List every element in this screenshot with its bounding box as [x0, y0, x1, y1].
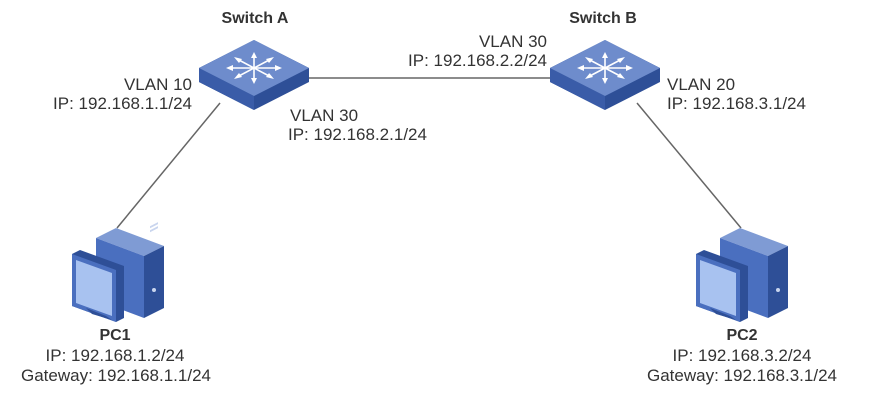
- pc2-ip: IP: 192.168.3.2/24: [672, 346, 812, 365]
- switch-b-vlan20-ip: IP: 192.168.3.1/24: [667, 94, 806, 113]
- pc1-label: PC1: [99, 327, 131, 344]
- pc1-icon: [72, 222, 164, 322]
- switch-b-vlan20-name: VLAN 20: [667, 75, 736, 94]
- switch-a-vlan30-name: VLAN 30: [290, 106, 359, 125]
- pc1-ip: IP: 192.168.1.2/24: [45, 346, 185, 365]
- pc2-gateway: Gateway: 192.168.3.1/24: [647, 366, 837, 385]
- switch-a-vlan30-ip: IP: 192.168.2.1/24: [288, 125, 427, 144]
- link-switch-a-pc1: [116, 102, 221, 229]
- switch-b-vlan30-name: VLAN 30: [478, 32, 547, 51]
- switch-a-label: Switch A: [221, 10, 289, 27]
- switch-a-vlan10-name: VLAN 10: [123, 75, 192, 94]
- switch-b-label: Switch B: [569, 10, 637, 27]
- switch-a-icon: [199, 40, 309, 110]
- switch-b-icon: [550, 40, 660, 110]
- link-switch-b-pc2: [636, 102, 742, 229]
- pc2-icon: [696, 228, 788, 322]
- switch-b-vlan30-ip: IP: 192.168.2.2/24: [408, 51, 547, 70]
- pc1-gateway: Gateway: 192.168.1.1/24: [21, 366, 211, 385]
- switch-a-vlan10-ip: IP: 192.168.1.1/24: [53, 94, 192, 113]
- pc2-label: PC2: [726, 327, 758, 344]
